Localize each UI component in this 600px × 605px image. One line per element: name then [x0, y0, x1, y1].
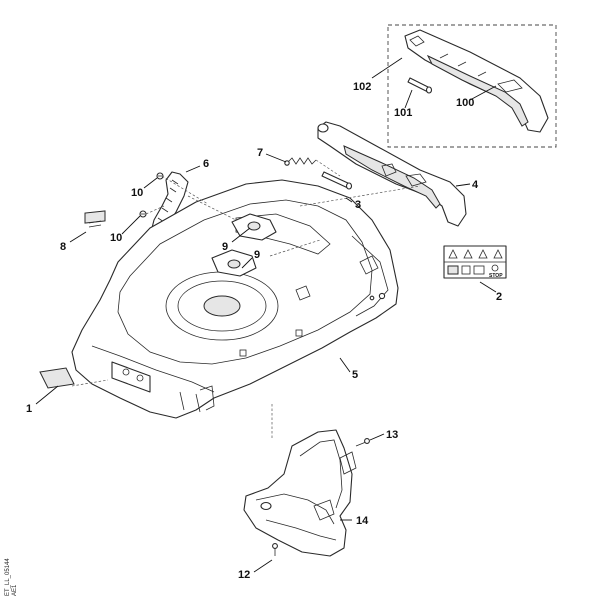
part-2-warning-decal: STOP: [443, 245, 507, 279]
leader-9b: [241, 257, 253, 269]
leader-102: [371, 57, 403, 79]
part-100-handle-bracket: [404, 29, 549, 133]
callout-12: 12: [238, 569, 250, 581]
part-10-screw-upper: [156, 172, 164, 180]
leader-4: [455, 183, 471, 187]
callout-14: 14: [356, 515, 369, 527]
callout-1: 1: [26, 403, 32, 415]
callout-7: 7: [257, 147, 263, 159]
callout-9-lower: 9: [254, 249, 260, 261]
part-3-pin: [321, 171, 353, 190]
decal-stop-text: STOP: [489, 273, 503, 279]
leader-7: [265, 153, 287, 163]
part-7-spring: [284, 157, 317, 166]
callout-13: 13: [386, 429, 398, 441]
callout-4: 4: [472, 179, 479, 191]
part-9-pivot-lower: [211, 249, 257, 277]
leader-12: [253, 559, 273, 573]
leader-3: [345, 197, 353, 203]
inset-box: [387, 24, 557, 148]
part-101-pin: [407, 77, 433, 94]
leader-1: [35, 385, 59, 405]
callout-101: 101: [394, 107, 412, 119]
callout-3: 3: [355, 199, 361, 211]
callout-102: 102: [353, 81, 371, 93]
part-5-mower-deck: [71, 179, 399, 419]
leader-6: [185, 165, 201, 173]
callout-2: 2: [496, 291, 502, 303]
assembly-line-1: [71, 379, 109, 387]
assembly-line-4: [299, 185, 421, 207]
leader-10b: [121, 215, 141, 235]
reference-code-line1: ET_LL_05144: [5, 558, 11, 596]
assembly-line-10b: [145, 205, 165, 215]
leader-100: [469, 85, 497, 101]
callout-9-upper: 9: [222, 241, 228, 253]
part-14-discharge-plug: [243, 429, 357, 557]
part-4-rear-bracket: [317, 121, 467, 227]
part-8-label: [84, 210, 106, 228]
callout-100: 100: [456, 97, 474, 109]
leader-10a: [143, 177, 158, 189]
callout-8: 8: [60, 241, 66, 253]
callout-10-lower: 10: [110, 232, 122, 244]
part-10-screw-lower: [139, 210, 147, 218]
reference-code-line2: AE1: [12, 584, 18, 596]
leader-8: [69, 231, 87, 243]
assembly-line-7: [315, 159, 341, 177]
part-1-front-label: [39, 367, 75, 389]
reference-code: ET_LL_05144 AE1: [5, 558, 18, 596]
callout-5: 5: [352, 369, 358, 381]
callout-10-upper: 10: [131, 187, 143, 199]
leader-5: [339, 357, 351, 373]
leader-9a: [231, 227, 251, 243]
leader-2: [479, 281, 497, 293]
leader-13: [369, 433, 385, 441]
leader-101: [404, 89, 413, 109]
part-12-screw: [272, 543, 278, 556]
callout-6: 6: [203, 158, 209, 170]
part-13-screw: [355, 438, 370, 447]
